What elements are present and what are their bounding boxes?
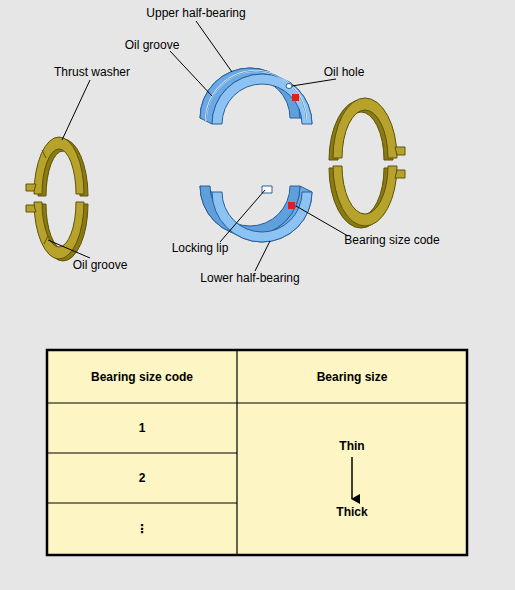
size-code-mark xyxy=(292,94,299,101)
thin-to-thick-arrow xyxy=(351,457,353,499)
size-code-mark xyxy=(288,202,295,209)
table-cell: Thin xyxy=(339,439,364,453)
upper-half-bearing xyxy=(200,68,312,124)
part-label: Oil groove xyxy=(125,38,180,52)
table-header: Bearing size code xyxy=(91,370,193,384)
table-cell: 2 xyxy=(139,471,146,485)
part-label: Lower half-bearing xyxy=(200,271,299,285)
leader-lines xyxy=(48,21,348,271)
table-cell: Thick xyxy=(336,505,367,519)
table-header: Bearing size xyxy=(317,370,388,384)
thrust-washer-right xyxy=(329,98,405,228)
size-table xyxy=(47,350,467,555)
part-label: Oil groove xyxy=(73,258,128,272)
part-label: Thrust washer xyxy=(54,65,130,79)
table-cell: 1 xyxy=(139,421,146,435)
thrust-washer-left xyxy=(26,137,88,261)
part-label: Upper half-bearing xyxy=(146,6,245,20)
part-label: Bearing size code xyxy=(344,233,439,247)
part-label: Locking lip xyxy=(172,241,229,255)
part-label: Oil hole xyxy=(324,65,365,79)
table-cell: ⋮ xyxy=(136,522,148,536)
lower-half-bearing xyxy=(200,186,312,242)
